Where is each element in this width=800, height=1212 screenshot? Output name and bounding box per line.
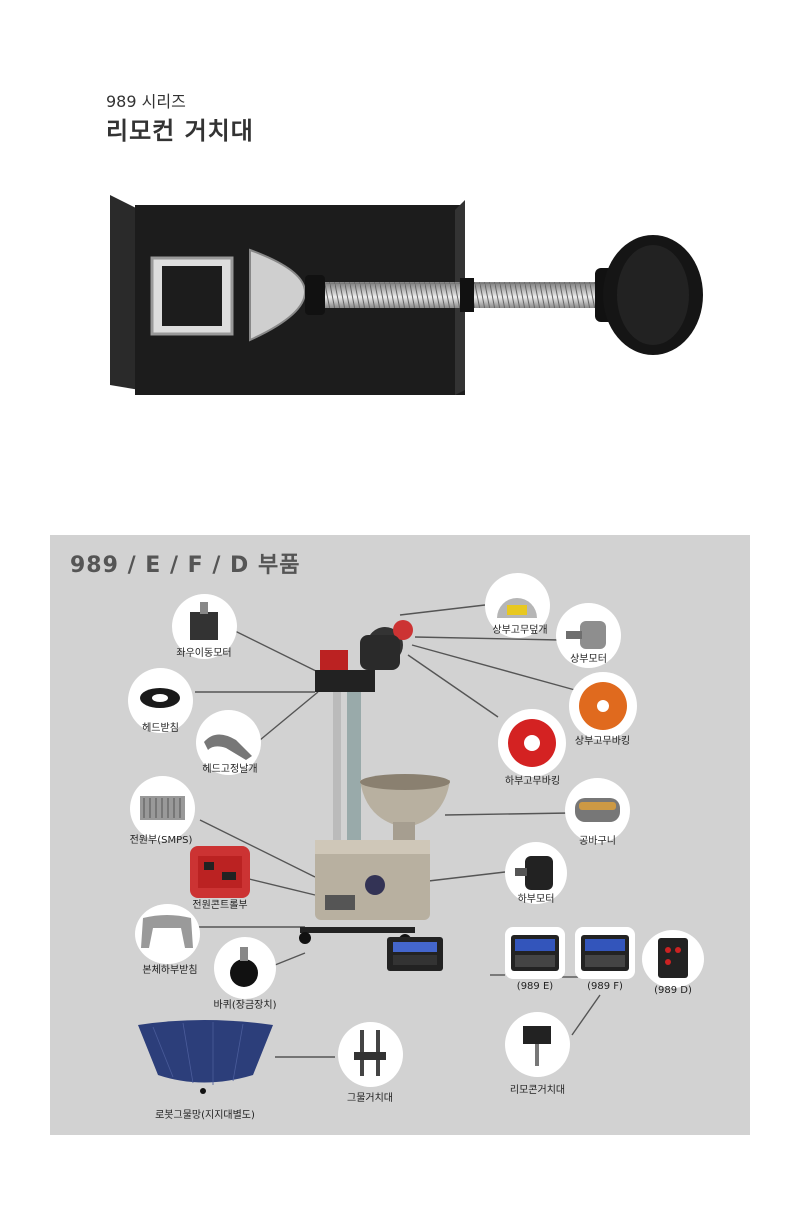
- smps-image: [130, 776, 195, 841]
- body-lower-support-image: [135, 904, 200, 964]
- remote-holder-part-image: [505, 1012, 570, 1077]
- lower-motor-image: [505, 842, 567, 904]
- controller-f-label: (989 F): [587, 981, 623, 992]
- controller-e-label: (989 E): [516, 981, 554, 992]
- remote-holder-part-label: 리모콘거치대: [509, 1085, 566, 1096]
- net-holder-image: [338, 1022, 403, 1087]
- head-fix-wing-image: [196, 710, 261, 775]
- controller-d-image: [642, 930, 704, 988]
- controller-f-image: [575, 927, 635, 979]
- robot-machine-image: [299, 620, 450, 946]
- upper-rubber-wheel-image: [569, 672, 637, 740]
- connector-lines: [195, 604, 601, 1058]
- lr-motor-label: 좌우이동모터: [176, 648, 232, 659]
- lower-rubber-wheel-image: [498, 709, 566, 777]
- power-control-label: 전원콘트롤부: [192, 900, 248, 911]
- ball-basket-image: [565, 778, 630, 843]
- lower-rubber-wheel-label: 하부고무바킹: [504, 776, 561, 787]
- remote-controller-image: [387, 937, 443, 971]
- head-support-label: 헤드받침: [142, 723, 179, 734]
- series-label: 989 시리즈: [106, 92, 186, 111]
- lr-motor-image: [172, 594, 237, 659]
- controller-d-label: (989 D): [654, 985, 692, 996]
- head-support-image: [128, 668, 193, 733]
- body-lower-support-label: 본체하부받침: [142, 965, 198, 976]
- page-title: 리모컨 거치대: [106, 117, 254, 145]
- lower-motor-label: 하부모터: [517, 894, 555, 905]
- power-control-image: [190, 846, 250, 898]
- upper-rubber-wheel-label: 상부고무바킹: [574, 736, 631, 747]
- ball-basket-label: 공바구니: [579, 836, 616, 847]
- upper-motor-image: [556, 603, 621, 668]
- robot-net-label: 로봇그물망(지지대별도): [155, 1110, 255, 1121]
- wheel-image: [214, 937, 276, 999]
- wheel-label: 바퀴(장금장치): [213, 1000, 277, 1011]
- head-fix-wing-label: 헤드고정날개: [202, 764, 258, 775]
- upper-motor-label: 상부모터: [570, 654, 607, 665]
- upper-rubber-cover-image: [485, 573, 550, 638]
- upper-rubber-cover-label: 상부고무덮개: [492, 625, 548, 636]
- remote-holder-image: [110, 195, 703, 395]
- net-holder-label: 그물거치대: [347, 1093, 393, 1104]
- robot-net-image: [138, 1020, 273, 1094]
- parts-panel-title: 989 / E / F / D 부품: [70, 553, 301, 578]
- controller-e-image: [505, 927, 565, 979]
- smps-label: 전원부(SMPS): [129, 835, 193, 846]
